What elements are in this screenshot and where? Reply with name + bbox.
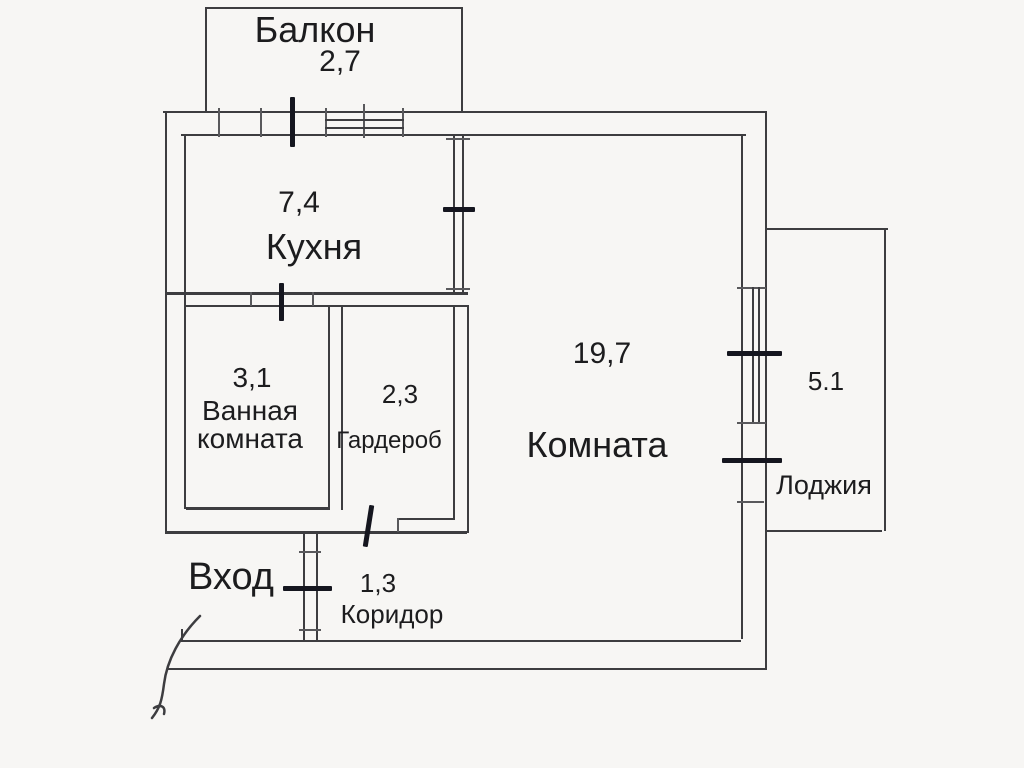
room-area-living-room: 19,7: [572, 337, 632, 370]
room-label-loggia: Лоджия: [776, 470, 872, 500]
door-frame-tick: [299, 551, 321, 553]
door-frame-tick: [250, 292, 252, 306]
wardrobe-bottom-wall: [397, 518, 455, 520]
window-glazing-line: [325, 119, 404, 121]
entrance-door-tick: [283, 586, 332, 591]
entrance-label: Вход: [188, 556, 274, 598]
kitchen-door-tick: [279, 283, 284, 321]
balcony-door-frame-tick: [260, 108, 262, 137]
door-frame-tick: [312, 292, 314, 306]
balcony-door-frame-tick: [218, 108, 220, 137]
door-frame-tick: [397, 518, 399, 532]
room-area-bathroom: 3,1: [232, 362, 272, 393]
room-label-kitchen: Кухня: [265, 226, 363, 267]
door-frame-tick: [737, 501, 764, 503]
inner-wall-bottom: [181, 640, 741, 642]
loggia-wall-bottom: [765, 530, 882, 532]
kitchen-bottom-wall-inner: [184, 305, 467, 307]
room-area-loggia: 5.1: [807, 366, 845, 396]
window-frame-tick: [737, 422, 766, 424]
room-area-balcony: 2,7: [319, 45, 361, 78]
kitchen-bottom-wall: [165, 292, 468, 295]
window-frame-tick: [325, 108, 327, 137]
kitchen-door-tick: [443, 207, 475, 212]
room-label-bathroom-line1: Ванная: [202, 395, 298, 426]
room-area-kitchen: 7,4: [278, 186, 320, 219]
room-label-corridor: Коридор: [340, 599, 444, 629]
wall-end-tick: [446, 138, 470, 140]
room-label-balcony: Балкон: [254, 9, 376, 50]
room-label-wardrobe: Гардероб: [336, 427, 442, 454]
kitchen-room-wall: [462, 134, 464, 293]
wardrobe-room-wall: [467, 305, 469, 533]
wardrobe-room-wall: [453, 305, 455, 518]
outer-wall-right: [765, 111, 767, 669]
bathroom-wardrobe-wall: [341, 305, 343, 510]
loggia-wall-top: [767, 228, 888, 230]
hand-squiggle: [150, 614, 202, 720]
bathroom-bottom-wall: [186, 507, 330, 510]
bathroom-wardrobe-wall: [328, 305, 330, 510]
window-frame-tick: [402, 108, 404, 137]
door-frame-tick: [299, 629, 321, 631]
inner-wall-left: [184, 134, 186, 509]
kitchen-room-wall: [453, 134, 455, 293]
window-glazing-line: [325, 127, 404, 129]
balcony-door-tick: [290, 97, 295, 147]
window-frame-tick: [363, 104, 365, 138]
balcony-wall-left: [205, 7, 207, 112]
room-label-living-room: Комната: [526, 424, 668, 465]
outer-wall-bottom: [167, 668, 767, 670]
inner-wall-right: [741, 134, 743, 639]
loggia-wall-right: [884, 228, 886, 531]
wardrobe-door-tick: [362, 504, 375, 548]
room-area-corridor: 1,3: [359, 568, 397, 598]
window-dimension-tick: [727, 351, 782, 356]
room-label-bathroom-line2: комната: [197, 423, 303, 454]
loggia-door-tick: [722, 458, 782, 463]
balcony-wall-right: [461, 7, 463, 112]
outer-wall-top: [163, 111, 767, 113]
balcony-wall-top: [205, 7, 463, 9]
room-area-wardrobe: 2,3: [381, 379, 419, 409]
outer-wall-left: [165, 111, 167, 532]
wall-end-tick: [446, 288, 470, 290]
window-frame-tick: [737, 287, 766, 289]
